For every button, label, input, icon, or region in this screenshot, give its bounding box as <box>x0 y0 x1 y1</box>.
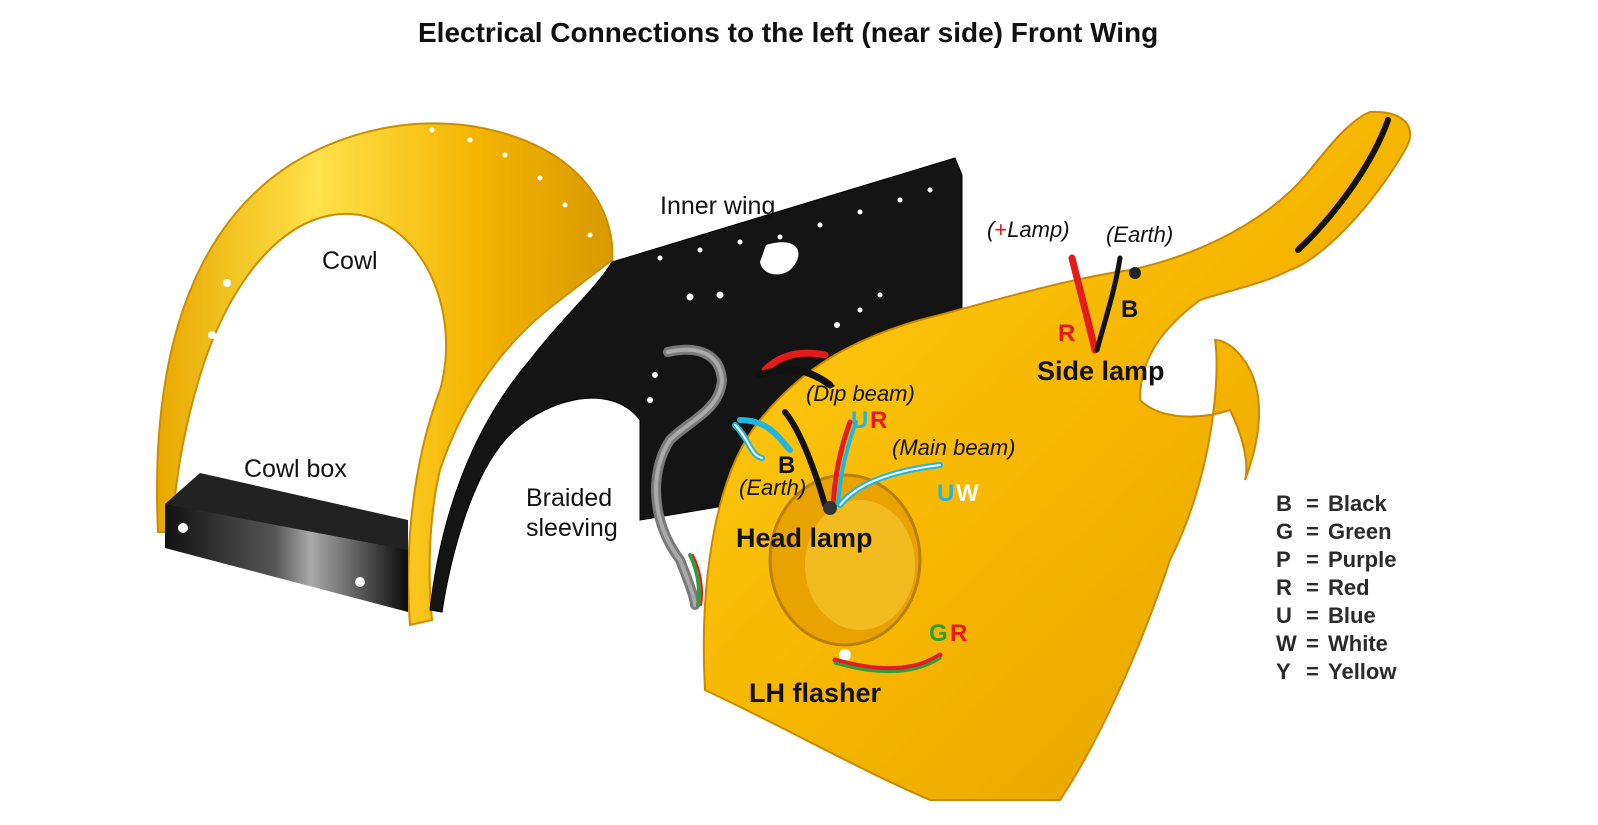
main-u-code: U <box>937 480 955 507</box>
side-lamp-label: Side lamp <box>1037 356 1165 386</box>
legend-key: R <box>1276 575 1292 600</box>
legend-equals: = <box>1306 547 1319 572</box>
main-beam-label: (Main beam) <box>892 435 1016 460</box>
head-earth-label: (Earth) <box>739 475 807 500</box>
braided-sleeving-label: Braided sleeving <box>526 484 618 542</box>
legend-key: P <box>1276 547 1291 572</box>
dip-u-code: U <box>851 407 869 434</box>
legend-equals: = <box>1306 631 1319 656</box>
legend-equals: = <box>1306 491 1319 516</box>
lh-flasher-label: LH flasher <box>749 678 882 708</box>
legend-color-name: Red <box>1328 575 1370 600</box>
side-earth-label: (Earth) <box>1106 222 1174 247</box>
legend-color-name: Black <box>1328 491 1387 516</box>
flasher-g-code: G <box>929 620 948 647</box>
lamp-plus-sign: + <box>994 217 1008 242</box>
front-wing-shape <box>702 110 1411 801</box>
lamp-open-paren: ( <box>987 217 995 242</box>
side-r-code: R <box>1058 320 1076 347</box>
main-w-code: W <box>956 480 979 507</box>
dip-r-code: R <box>870 407 888 434</box>
legend-key: G <box>1276 519 1294 544</box>
legend-key: Y <box>1276 659 1291 684</box>
diagram-title: Electrical Connections to the left (near… <box>418 17 1159 48</box>
legend-row: U = Blue <box>1276 602 1396 630</box>
legend-equals: = <box>1306 603 1319 628</box>
lamp-text: Lamp) <box>1007 217 1070 242</box>
legend-row: B = Black <box>1276 490 1396 518</box>
wiring <box>651 254 1123 674</box>
legend-row: Y = Yellow <box>1276 658 1396 686</box>
inner-wing-label: Inner wing <box>660 192 776 220</box>
head-lamp-label: Head lamp <box>736 523 873 553</box>
legend-color-name: Yellow <box>1328 659 1397 684</box>
legend-key: W <box>1276 631 1297 656</box>
cowl-box-shape <box>165 473 408 612</box>
side-b-code: B <box>1121 296 1139 323</box>
legend-equals: = <box>1306 659 1319 684</box>
cowl-shape <box>156 122 614 627</box>
legend-row: W = White <box>1276 630 1396 658</box>
legend-key: U <box>1276 603 1292 628</box>
legend-equals: = <box>1306 519 1319 544</box>
flasher-r-code: R <box>950 620 968 647</box>
legend-row: G = Green <box>1276 518 1396 546</box>
legend-color-name: Purple <box>1328 547 1397 572</box>
legend-color-name: White <box>1328 631 1388 656</box>
legend-color-name: Green <box>1328 519 1392 544</box>
legend-equals: = <box>1306 575 1319 600</box>
legend-row: P = Purple <box>1276 546 1396 574</box>
legend-row: R = Red <box>1276 574 1396 602</box>
cowl-label: Cowl <box>322 247 378 275</box>
cowl-box-label: Cowl box <box>244 455 347 483</box>
lamp-positive-label: (+Lamp) <box>987 219 1070 241</box>
head-b-code: B <box>778 452 796 479</box>
legend-color-name: Blue <box>1328 603 1376 628</box>
legend-key: B <box>1276 491 1292 516</box>
dip-beam-label: (Dip beam) <box>806 381 915 406</box>
